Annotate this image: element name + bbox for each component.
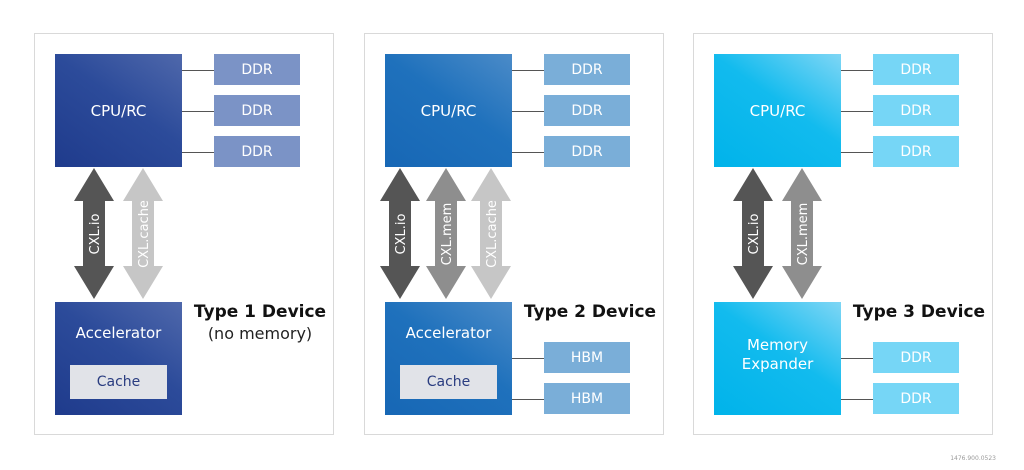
accelerator-label: Accelerator (75, 324, 162, 342)
memory-expander-label-line2: Expander (741, 355, 814, 373)
ddr-block: DDR (544, 54, 630, 85)
connector-line (512, 399, 544, 400)
cxl-mem-arrow: CXL.mem (782, 168, 822, 299)
cxl-io-label: CXL.io (88, 213, 103, 254)
connector-line (512, 152, 544, 153)
type3-device-panel: CPU/RC DDR DDR DDR CXL.io CXL.mem Memory… (693, 33, 993, 435)
device-type-subtitle: (no memory) (207, 324, 313, 343)
cxl-io-label: CXL.io (747, 213, 762, 254)
cxl-io-arrow: CXL.io (380, 168, 420, 299)
cxl-cache-label: CXL.cache (137, 200, 152, 268)
cxl-mem-arrow: CXL.mem (426, 168, 466, 299)
cxl-cache-arrow: CXL.cache (123, 168, 163, 299)
ddr-block: DDR (214, 136, 300, 167)
accelerator-block: Accelerator Cache (385, 302, 512, 415)
memory-expander-block: Memory Expander (714, 302, 841, 415)
connector-line (512, 358, 544, 359)
cxl-mem-label: CXL.mem (440, 203, 455, 266)
ddr-block: DDR (873, 95, 959, 126)
ddr-block: DDR (544, 95, 630, 126)
accelerator-block: Accelerator Cache (55, 302, 182, 415)
cxl-mem-label: CXL.mem (796, 203, 811, 266)
cache-block: Cache (70, 365, 167, 399)
connector-line (512, 111, 544, 112)
device-type-title: Type 3 Device (852, 302, 986, 322)
cxl-io-arrow: CXL.io (733, 168, 773, 299)
connector-line (182, 111, 214, 112)
connector-line (512, 70, 544, 71)
memory-expander-label-line1: Memory (746, 336, 808, 354)
cache-block: Cache (400, 365, 497, 399)
hbm-block: HBM (544, 342, 630, 373)
hbm-block: HBM (544, 383, 630, 414)
cxl-cache-label: CXL.cache (485, 200, 500, 268)
device-type-title: Type 2 Device (523, 302, 657, 322)
ddr-block: DDR (873, 383, 959, 414)
connector-line (182, 152, 214, 153)
cpu-rc-block: CPU/RC (55, 54, 182, 167)
ddr-block: DDR (214, 54, 300, 85)
protocol-arrows: CXL.io CXL.cache (74, 168, 163, 299)
device-type-title: Type 1 Device (193, 302, 327, 322)
connector-line (841, 111, 873, 112)
connector-line (841, 358, 873, 359)
cxl-io-label: CXL.io (394, 213, 409, 254)
cpu-rc-block: CPU/RC (714, 54, 841, 167)
figure-id: 1476.900.0523 (950, 455, 996, 462)
ddr-block: DDR (873, 54, 959, 85)
type1-device-panel: CPU/RC DDR DDR DDR CXL.io CXL.cache Acce… (34, 33, 334, 435)
protocol-arrows: CXL.io CXL.mem CXL.cache (380, 168, 511, 299)
connector-line (841, 152, 873, 153)
cxl-io-arrow: CXL.io (74, 168, 114, 299)
connector-line (182, 70, 214, 71)
ddr-block: DDR (214, 95, 300, 126)
cxl-cache-arrow: CXL.cache (471, 168, 511, 299)
ddr-block: DDR (873, 136, 959, 167)
connector-line (841, 399, 873, 400)
cpu-rc-block: CPU/RC (385, 54, 512, 167)
connector-line (841, 70, 873, 71)
ddr-block: DDR (873, 342, 959, 373)
type2-device-panel: CPU/RC DDR DDR DDR CXL.io CXL.mem CXL.ca… (364, 33, 664, 435)
accelerator-label: Accelerator (405, 324, 492, 342)
ddr-block: DDR (544, 136, 630, 167)
protocol-arrows: CXL.io CXL.mem (733, 168, 822, 299)
